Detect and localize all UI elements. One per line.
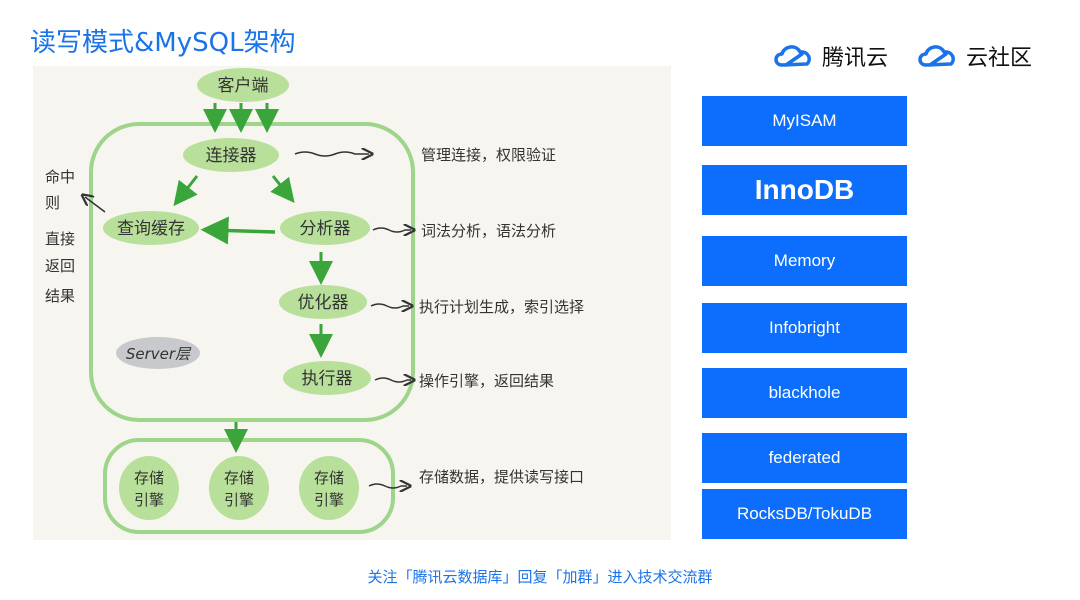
connector-label: 连接器 <box>206 146 257 166</box>
query-cache-node <box>103 211 199 245</box>
engine-federated: federated <box>702 433 907 483</box>
client-label: 客户端 <box>218 76 269 96</box>
storage-engine-1-line2: 引擎 <box>134 491 164 509</box>
cache-note-line1: 命中 <box>45 168 75 186</box>
storage-engine-3-line1: 存储 <box>314 469 344 487</box>
analyzer-note: 词法分析，语法分析 <box>421 222 556 240</box>
cloud-icon <box>918 45 955 67</box>
storage-layer-outline <box>103 438 395 534</box>
server-layer-badge <box>116 337 200 369</box>
footer-notice: 关注「腾讯云数据库」回复「加群」进入技术交流群 <box>367 568 713 586</box>
engine-myisam: MyISAM <box>702 96 907 146</box>
brand-label-cloud: 腾讯云 <box>822 46 889 71</box>
cache-note-line2: 则 <box>45 194 60 212</box>
tencent-cloud-brand: 腾讯云 <box>772 40 888 72</box>
cache-note-line3: 直接 <box>45 230 75 248</box>
engine-rocksdb-tokudb: RocksDB/TokuDB <box>702 489 907 539</box>
analyzer-node <box>280 211 370 245</box>
storage-engine-2-line1: 存储 <box>224 469 254 487</box>
optimizer-note: 执行计划生成，索引选择 <box>419 298 584 316</box>
brand-label-community: 云社区 <box>966 46 1033 71</box>
executor-node <box>283 361 371 395</box>
page-title: 读写模式&MySQL架构 <box>30 28 296 58</box>
engine-memory: Memory <box>702 236 907 286</box>
connector-node <box>183 138 279 172</box>
engine-innodb: InnoDB <box>702 165 907 215</box>
cache-note-line5: 结果 <box>45 287 75 305</box>
analyzer-label: 分析器 <box>300 219 351 239</box>
optimizer-label: 优化器 <box>298 293 349 313</box>
storage-engine-3 <box>299 456 359 520</box>
connector-note: 管理连接，权限验证 <box>421 146 556 164</box>
cloud-community-brand: 云社区 <box>916 40 1032 72</box>
executor-label: 执行器 <box>302 369 353 389</box>
storage-engine-2-line2: 引擎 <box>224 491 254 509</box>
query-cache-label: 查询缓存 <box>117 219 185 239</box>
storage-note: 存储数据，提供读写接口 <box>419 468 584 486</box>
server-layer-label: Server层 <box>126 345 192 363</box>
architecture-sketch: 客户端 连接器 查询缓存 分析器 优化器 执行器 Server层 存储 <box>33 66 671 540</box>
optimizer-node <box>279 285 367 319</box>
storage-engine-2 <box>209 456 269 520</box>
client-node <box>197 68 289 102</box>
cache-note-line4: 返回 <box>45 257 75 275</box>
cloud-icon <box>774 45 811 67</box>
storage-engine-3-line2: 引擎 <box>314 491 344 509</box>
storage-engine-1 <box>119 456 179 520</box>
storage-engine-1-line1: 存储 <box>134 469 164 487</box>
engine-infobright: Infobright <box>702 303 907 353</box>
engine-blackhole: blackhole <box>702 368 907 418</box>
executor-note: 操作引擎，返回结果 <box>419 372 554 390</box>
